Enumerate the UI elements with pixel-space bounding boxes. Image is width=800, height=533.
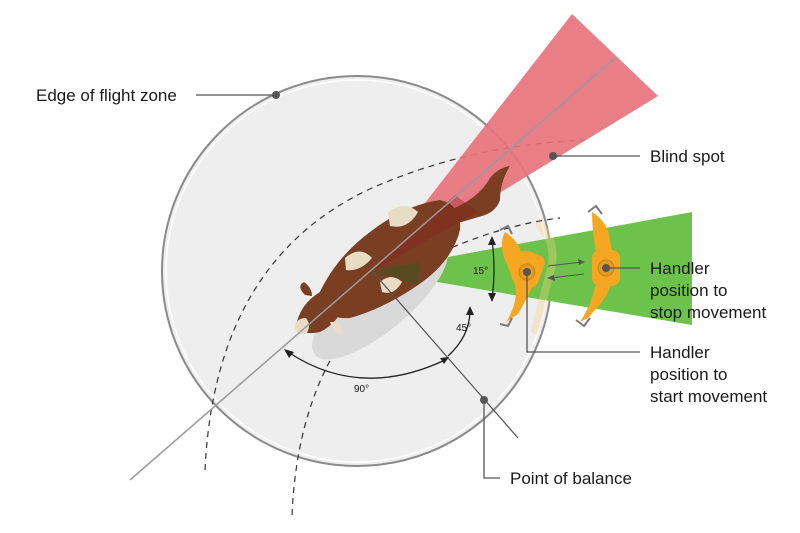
- ninety-arrow-right: [440, 357, 449, 364]
- handler-stop: [575, 204, 620, 328]
- ninety-degree-arc: [287, 351, 446, 379]
- cow-body: [318, 200, 461, 319]
- start-leader: [526, 272, 640, 353]
- handler-start-hand-bottom: [499, 317, 513, 328]
- movement-arrowhead-right: [578, 259, 585, 265]
- movement-arrow-left: [549, 273, 585, 279]
- stop-dot: [602, 264, 610, 272]
- stop-label-line1: Handler: [650, 259, 710, 278]
- stop-label-line3: stop movement: [650, 303, 766, 322]
- handler-zone-overlap: [372, 262, 420, 285]
- start-label-line2: position to: [650, 365, 728, 384]
- blind-spot-dot: [549, 152, 557, 160]
- cow-tail: [445, 166, 510, 226]
- balance-label: Point of balance: [510, 469, 632, 488]
- flight-zone-dot: [272, 91, 280, 99]
- start-dot: [523, 268, 531, 276]
- movement-arrow-right: [547, 261, 583, 267]
- handler-ghost-start: [531, 221, 557, 334]
- handler-stop-hand-bottom: [575, 317, 591, 328]
- fifteen-arrow-top: [488, 236, 496, 245]
- fifteen-arrow-bottom: [488, 293, 496, 302]
- handler-start-hand-top: [499, 224, 513, 235]
- angle-90-label: 90°: [354, 384, 369, 395]
- cow-spot-1: [388, 206, 418, 227]
- blind-spot-label: Blind spot: [650, 147, 725, 166]
- angle-45-label: 45°: [456, 323, 471, 334]
- start-label-line1: Handler: [650, 343, 710, 362]
- handler-start: [499, 224, 545, 328]
- cow-muzzle: [294, 318, 309, 335]
- cow-spot-3: [380, 277, 402, 293]
- balance-line: [371, 270, 519, 439]
- cow-spot-2: [345, 251, 372, 271]
- ninety-arrow-left: [284, 349, 294, 358]
- fortyfive-arrow: [466, 306, 474, 315]
- balance-leader: [483, 400, 500, 479]
- movement-arrowhead-left: [547, 275, 555, 281]
- flight-zone-label: Edge of flight zone: [36, 86, 177, 105]
- cow: [294, 166, 510, 336]
- body-axis-line: [129, 57, 616, 481]
- stop-label-line2: position to: [650, 281, 728, 300]
- cow-ear-left: [300, 282, 312, 296]
- balance-dot: [480, 396, 488, 404]
- angle-15-label: 15°: [473, 266, 488, 277]
- inner-zone-arc-1: [204, 139, 586, 471]
- handler-stop-hand-top: [587, 204, 603, 215]
- blind-spot-overlap: [372, 195, 478, 271]
- start-label-line3: start movement: [650, 387, 767, 406]
- cow-ear-right: [330, 322, 343, 336]
